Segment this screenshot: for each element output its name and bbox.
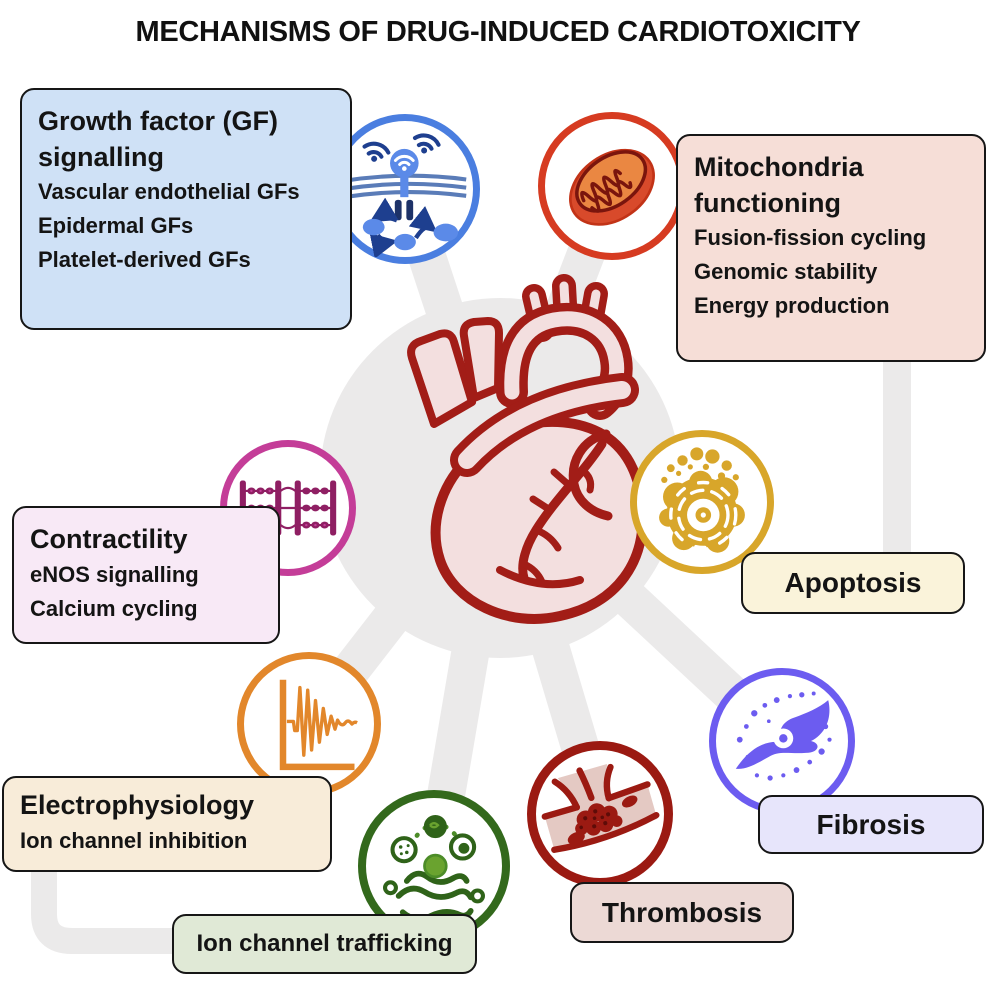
apoptosis-label: Apoptosis [784,567,922,598]
electrophysiology-item: Ion channel inhibition [20,827,248,853]
apoptotic-cell-icon [630,430,774,574]
apoptosis-box: Apoptosis [741,552,965,614]
mitochondria-box: Mitochondria functioning Fusion-fission … [676,134,986,362]
fibrosis-box: Fibrosis [758,795,984,854]
ion-channel-trafficking-box: Ion channel trafficking [172,914,477,974]
growth-factor-item: Platelet-derived GFs [38,247,251,273]
fibroblast-icon [709,668,855,814]
contractility-item: Calcium cycling [30,595,198,621]
heart-illustration [407,274,648,624]
mitochondria-title: Mitochondria functioning [694,152,864,218]
mitochondria-item: Fusion-fission cycling [694,225,927,251]
thrombosis-box: Thrombosis [570,882,794,943]
diagram-title: MECHANISMS OF DRUG-INDUCED CARDIOTOXICIT… [135,16,861,48]
mitochondria-icon [538,112,686,260]
growth-factor-title: Growth factor (GF) signalling [38,106,278,172]
growth-factor-item: Vascular endothelial GFs [38,179,300,205]
growth-factor-item: Epidermal GFs [38,213,194,239]
ion-channel-trafficking-label: Ion channel trafficking [196,930,453,957]
mitochondria-item: Energy production [694,293,890,319]
contractility-item: eNOS signalling [30,561,199,587]
thrombosis-label: Thrombosis [601,896,763,928]
fibrosis-label: Fibrosis [816,808,926,840]
contractility-box: Contractility eNOS signalling Calcium cy… [12,506,280,644]
thrombus-icon [527,741,673,887]
electrophysiology-title: Electrophysiology [20,790,255,820]
gf-receptor-signalling-icon [330,114,480,264]
mitochondria-item: Genomic stability [694,259,878,285]
growth-factor-box: Growth factor (GF) signalling Vascular e… [20,88,352,330]
contractility-title: Contractility [30,524,188,554]
action-potential-icon [237,652,381,796]
electrophysiology-box: Electrophysiology Ion channel inhibition [2,776,332,872]
